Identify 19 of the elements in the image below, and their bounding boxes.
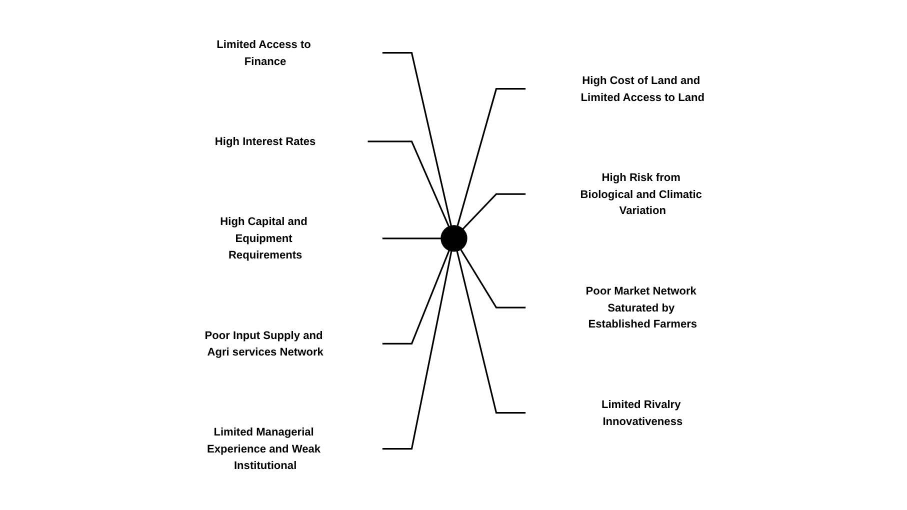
connector — [382, 251, 452, 450]
node-text: High Cost of Land and Limited Access to Land — [580, 74, 704, 104]
node-text: Limited Rivalry Innovativeness — [600, 398, 682, 428]
connector — [456, 88, 526, 226]
connector — [382, 250, 450, 344]
connector — [382, 52, 452, 226]
node-text: High Capital and Equipment Requirements — [220, 215, 307, 262]
connector — [462, 193, 526, 230]
node-text: Poor Market Network Saturated by Established Farmers — [585, 284, 697, 330]
node-text: Poor Input Supply and Agri services Network — [204, 329, 323, 358]
connector — [456, 250, 526, 414]
node-text: Limited Managerial Experience and Weak Institutional — [206, 426, 320, 472]
node-circle — [440, 225, 467, 252]
connector — [382, 238, 440, 240]
connector — [367, 140, 450, 227]
node-text: High Risk from Biological and Climatic Variation — [580, 171, 702, 217]
connector — [460, 249, 526, 308]
node-text: Limited Access to Finance — [216, 38, 310, 68]
node-text: High Interest Rates — [214, 135, 316, 148]
